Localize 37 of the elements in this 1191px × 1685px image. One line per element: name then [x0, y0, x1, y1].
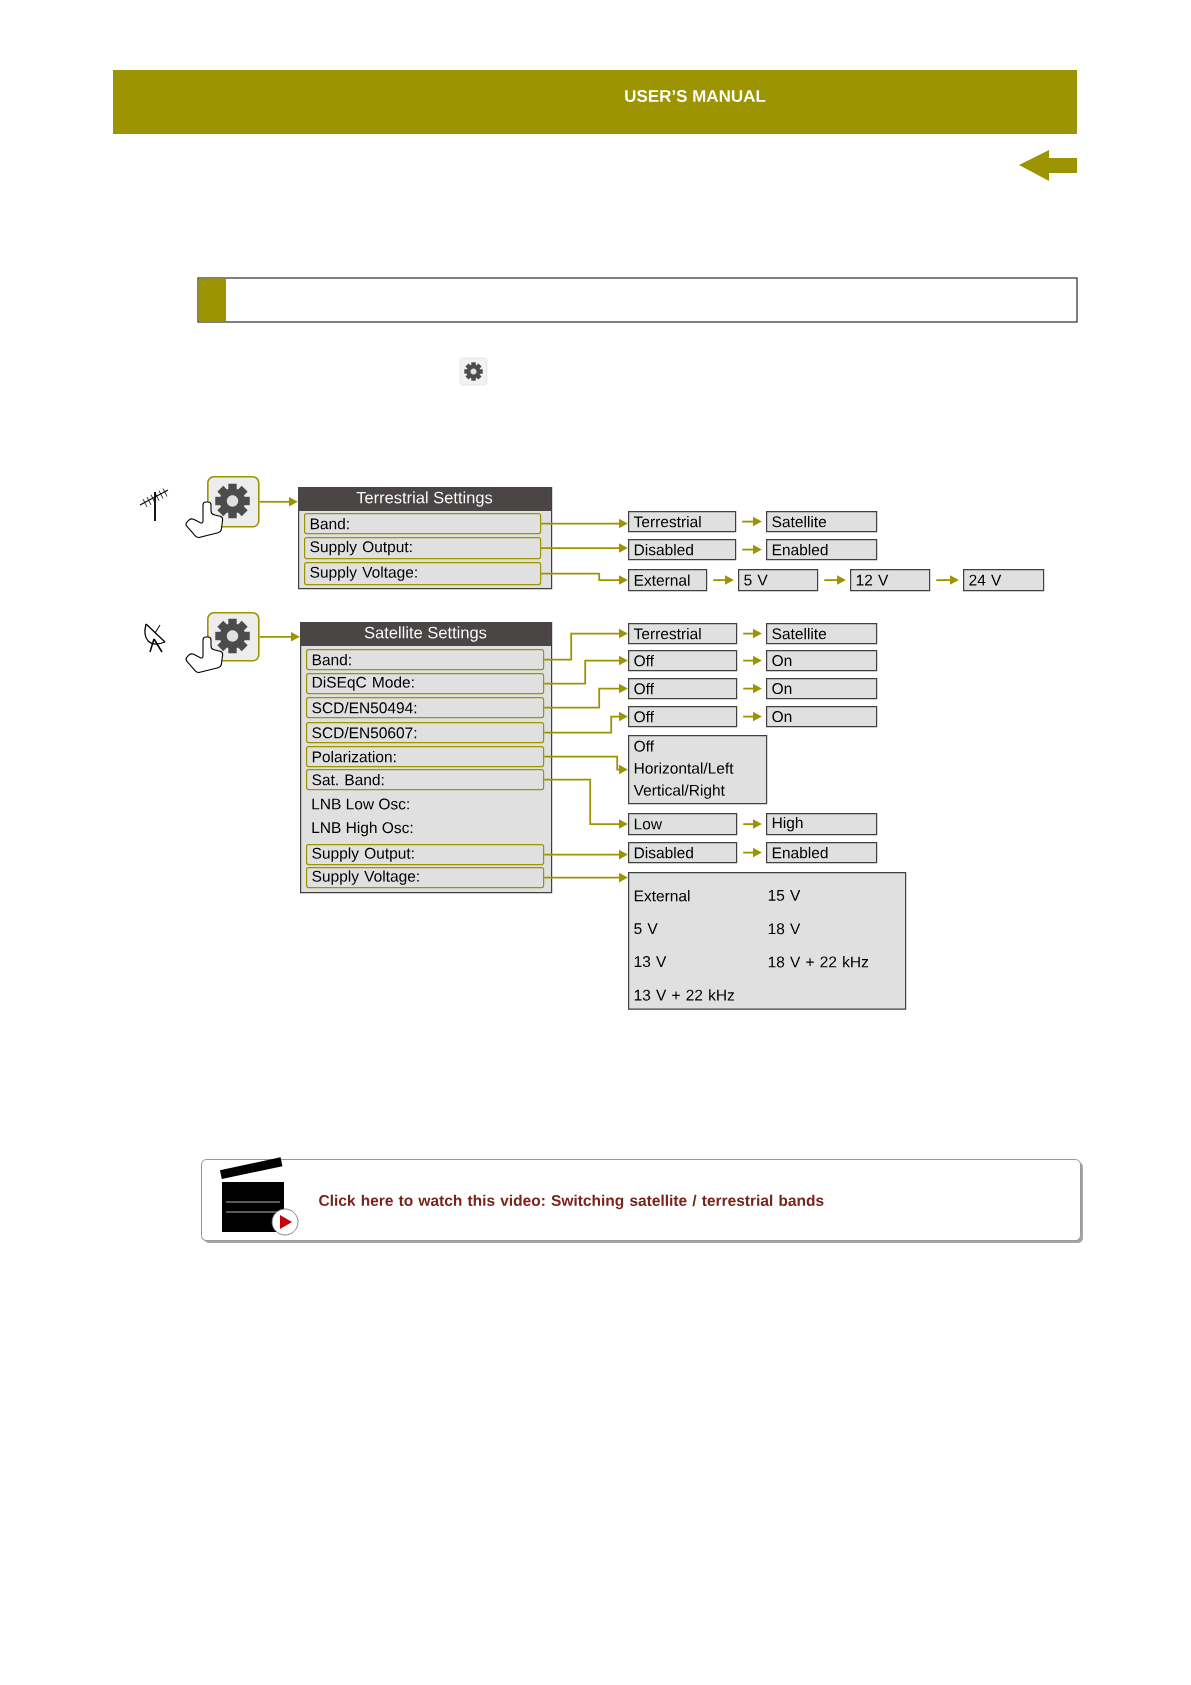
menu-row: SCD/EN50607: [306, 722, 545, 744]
option-box: Enabled [766, 539, 878, 561]
option-box: On [766, 706, 878, 728]
option-list: Off Horizontal/Left Vertical/Right [628, 735, 768, 805]
menu-row: Sat. Band: [306, 769, 545, 791]
header-banner: USER’S MANUAL [113, 70, 1077, 134]
option-box: Low [628, 813, 738, 836]
menu-row: Supply Output: [304, 537, 542, 560]
option-box: Satellite [766, 511, 878, 533]
option-box: On [766, 650, 878, 672]
option-box: Disabled [628, 842, 738, 864]
option-box: Satellite [766, 623, 878, 645]
menu-row: Band: [304, 513, 542, 535]
option-box: Terrestrial [628, 511, 737, 533]
settings-button [207, 612, 260, 662]
video-link-box: Click here to watch this video: Switching satellite / terrestrial bands [201, 1159, 1083, 1243]
option-box: Disabled [628, 539, 737, 561]
menu-row: Polarization: [306, 746, 545, 768]
option-box: External [628, 569, 708, 592]
option-box: Off [628, 706, 738, 728]
option-list: External 15 V 5 V 18 V 13 V 18 V + 22 kHz 13 V + 22 kHz [628, 872, 907, 1010]
option-box: 5 V [738, 569, 819, 592]
option-box: Off [628, 650, 738, 672]
option-box: 12 V [850, 569, 931, 592]
option-box: Off [628, 678, 738, 700]
menu-row: Supply Voltage: [306, 867, 545, 889]
settings-button [207, 476, 260, 528]
menu-row: Supply Voltage: [304, 562, 542, 586]
menu-row: Supply Output: [306, 844, 545, 866]
menu-row: SCD/EN50494: [306, 697, 545, 719]
menu-row: DiSEqC Mode: [306, 673, 545, 695]
option-box: Terrestrial [628, 623, 738, 645]
option-box: On [766, 678, 878, 700]
menu-row: Band: [306, 649, 545, 671]
option-box: High [766, 813, 878, 836]
option-box: Enabled [766, 842, 878, 864]
option-box: 24 V [963, 569, 1045, 592]
